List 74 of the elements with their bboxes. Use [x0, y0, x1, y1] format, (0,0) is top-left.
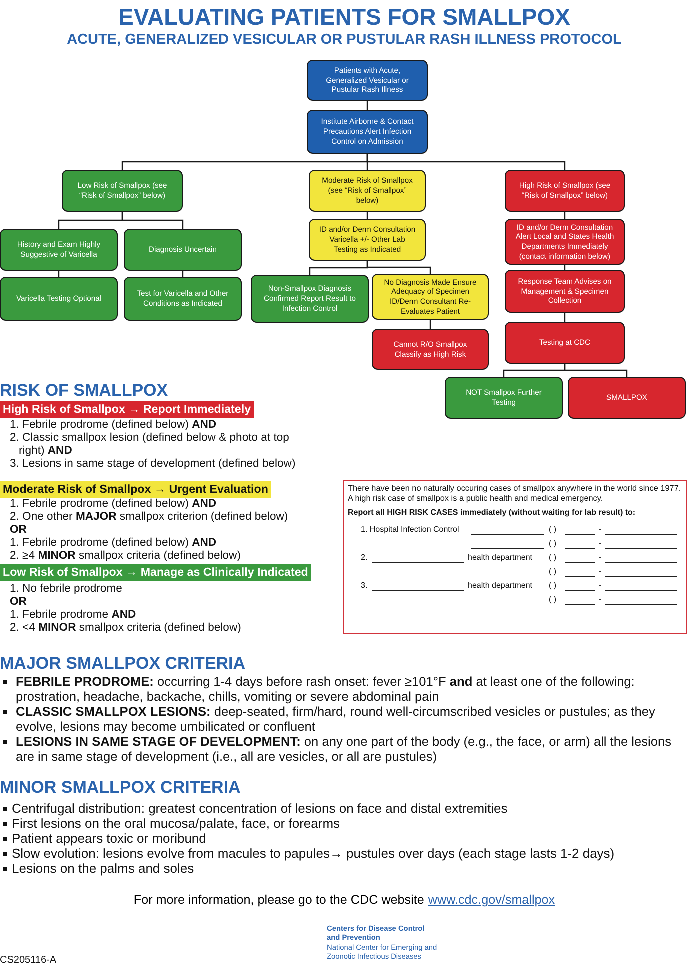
criteria-item: 2. ≥4 MINOR smallpox criteria (defined below)	[9, 550, 242, 563]
form-label: ( )	[549, 539, 557, 549]
form-label: ( )	[549, 581, 557, 591]
website-link: www.cdc.gov/smallpox	[428, 893, 556, 907]
criteria-bullet: Patient appears toxic or moribund	[2, 831, 684, 846]
section-heading: MAJOR SMALLPOX CRITERIA	[0, 654, 247, 674]
process-box	[124, 277, 242, 321]
page-subtitle: ACUTE, GENERALIZED VESICULAR OR PUSTULAR RASH ILLNESS PROTOCOL	[66, 32, 623, 48]
criteria-bullet: First lesions on the oral mucosa/palate, face, or forearms	[2, 816, 684, 831]
contact-form-box	[343, 480, 687, 634]
form-label: ( )	[549, 595, 557, 605]
process-box	[445, 377, 563, 419]
criteria-bullet: LESIONS IN SAME STAGE OF DEVELOPMENT: on any one part of the body (e.g., the face, or arm) all the lesions are in same stage of development (i.e., all are vesicles, or all are pustules)	[2, 734, 684, 764]
process-box	[0, 229, 118, 271]
footer-text: For more information, please go to the CDC website	[134, 893, 424, 907]
section-heading: RISK OF SMALLPOX	[0, 381, 170, 401]
process-box	[62, 170, 183, 212]
process-box	[0, 277, 118, 321]
process-box	[505, 219, 625, 265]
process-box	[307, 110, 428, 154]
connector-line	[366, 154, 566, 170]
criteria-item: 2. <4 MINOR smallpox criteria (defined below)	[9, 622, 242, 635]
document-code: CS205116-A	[0, 955, 58, 966]
form-label: ( )	[549, 567, 557, 577]
connector-line	[564, 364, 628, 377]
process-box	[307, 60, 428, 101]
criteria-item: 2. One other MAJOR smallpox criterion (defined below)	[9, 511, 290, 524]
notice-text: There have been no naturally occuring cases of smallpox anywhere in the world since 1977. A high risk case of smallpox is a public health and medical emergency.	[348, 484, 682, 504]
criteria-bullet: Slow evolution: lesions evolve from macules to papules→ pustules over days (each stage lasts 1-2 days)	[2, 846, 684, 861]
banner-text: Moderate Risk of Smallpox → Urgent Evaluation	[3, 483, 268, 496]
form-label: -	[599, 581, 602, 591]
or-text: OR	[10, 596, 28, 609]
process-box	[372, 274, 489, 320]
criteria-item: 3. Lesions in same stage of development (defined below)	[9, 458, 297, 471]
process-box	[505, 270, 625, 313]
form-label: 1. Hospital Infection Control	[361, 525, 460, 535]
process-box	[251, 275, 369, 323]
process-box	[309, 170, 426, 212]
form-label: health department	[468, 581, 532, 591]
risk-banner	[0, 564, 312, 581]
or-text: OR	[10, 524, 28, 537]
banner-text: Low Risk of Smallpox → Manage as Clinically Indicated	[3, 566, 308, 579]
page-title: EVALUATING PATIENTS FOR SMALLPOX	[118, 4, 572, 31]
form-label: -	[599, 595, 602, 605]
criteria-item: 2. Classic smallpox lesion (defined below & photo at top right) AND	[9, 432, 290, 458]
form-label: -	[599, 553, 602, 563]
form-label: health department	[468, 553, 532, 563]
form-label: -	[599, 525, 602, 535]
criteria-item: 1. Febrile prodrome (defined below) AND	[9, 498, 218, 511]
form-label: -	[599, 567, 602, 577]
process-box	[372, 329, 489, 370]
connector-line	[366, 261, 432, 274]
criteria-item: 1. Febrile prodrome (defined below) AND	[9, 537, 218, 550]
form-label: ( )	[549, 553, 557, 563]
process-box	[505, 170, 625, 212]
process-box	[309, 219, 426, 261]
form-label: 3.	[361, 581, 368, 591]
risk-banner	[0, 401, 254, 418]
criteria-bullet: Centrifugal distribution: greatest concentration of lesions on face and distal extremities	[2, 801, 684, 816]
form-label: ( )	[549, 525, 557, 535]
process-box	[124, 229, 242, 271]
process-box	[568, 377, 686, 419]
form-label: 2.	[361, 553, 368, 563]
banner-text: High Risk of Smallpox → Report Immediately	[3, 403, 252, 416]
criteria-item: 1. Febrile prodrome (defined below) AND	[9, 419, 218, 432]
criteria-item: 1. No febrile prodrome	[9, 583, 124, 596]
connector-line	[122, 212, 184, 229]
report-instruction: Report all HIGH RISK CASES immediately (without waiting for lab result) to:	[348, 508, 636, 518]
process-box	[505, 322, 625, 364]
criteria-item: 1. Febrile prodrome AND	[9, 609, 138, 622]
risk-banner	[0, 481, 272, 498]
form-label: -	[599, 539, 602, 549]
section-heading: MINOR SMALLPOX CRITERIA	[0, 778, 242, 798]
criteria-bullet: Lesions on the palms and soles	[2, 861, 684, 876]
